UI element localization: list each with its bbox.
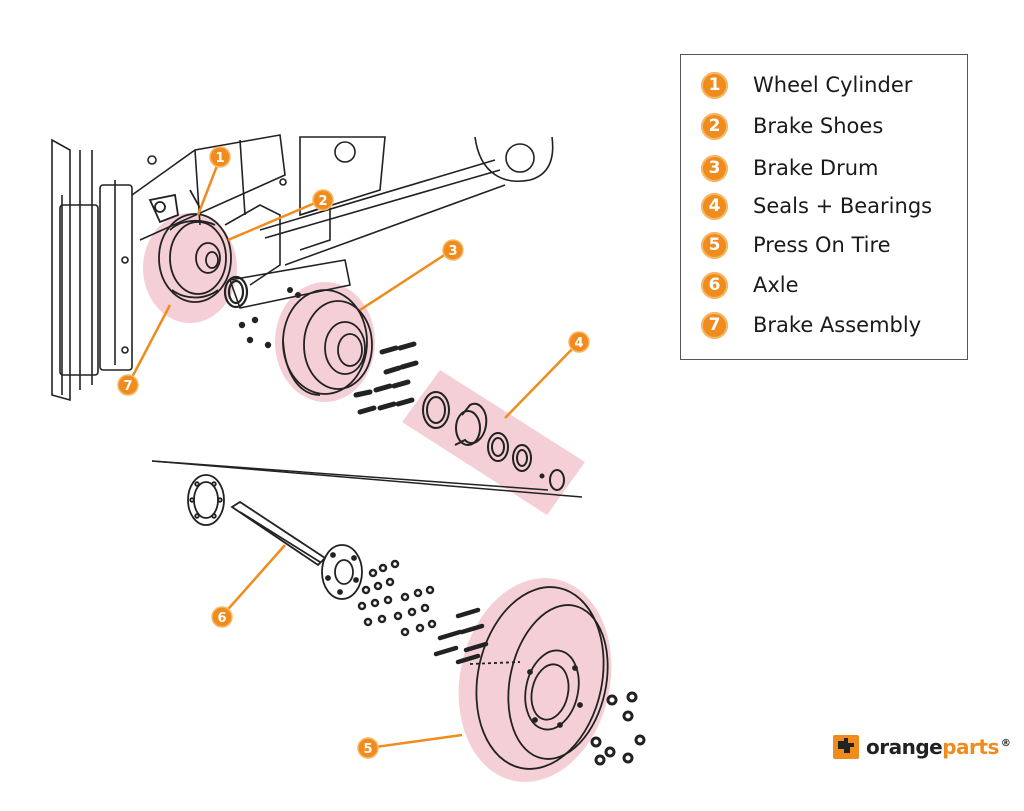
legend-label: Brake Assembly <box>753 313 922 337</box>
highlight-zones <box>143 213 612 782</box>
legend-item-brake-shoes: 2 Brake Shoes <box>701 111 883 141</box>
legend-label: Brake Drum <box>753 156 879 180</box>
callout-leader-lines <box>126 157 579 750</box>
svg-text:3: 3 <box>448 244 457 259</box>
legend-badge: 2 <box>701 112 728 140</box>
legend-badge: 1 <box>701 71 728 99</box>
legend-label: Brake Shoes <box>753 114 884 138</box>
legend-badge: 7 <box>701 311 728 339</box>
svg-text:4: 4 <box>574 336 583 351</box>
wheel-studs <box>353 341 419 415</box>
legend-badge: 4 <box>701 192 728 220</box>
drum-nuts <box>238 287 301 349</box>
press-on-tire-drawing <box>469 586 609 770</box>
tire-nuts <box>590 691 646 766</box>
svg-text:7: 7 <box>123 379 132 394</box>
seals-bearings-drawing <box>422 391 565 491</box>
forklift-frame <box>51 134 554 402</box>
callout-badge-2: 2 <box>312 189 334 211</box>
axis-guide-lines <box>151 460 583 498</box>
brake-assembly-drawing <box>148 189 232 303</box>
legend-item-axle: 6 Axle <box>701 270 799 300</box>
orangeparts-logo-icon <box>833 735 859 759</box>
callout-badge-5: 5 <box>357 737 379 759</box>
callout-badges: 1 2 3 4 5 6 7 <box>117 146 590 759</box>
legend-item-brake-assembly: 7 Brake Assembly <box>701 310 921 340</box>
legend-badge: 3 <box>701 154 728 182</box>
legend-item-press-on-tire: 5 Press On Tire <box>701 230 891 260</box>
svg-text:1: 1 <box>215 151 224 166</box>
legend-item-seals-bearings: 4 Seals + Bearings <box>701 191 932 221</box>
callout-badge-3: 3 <box>442 239 464 261</box>
legend-label: Wheel Cylinder <box>753 73 913 97</box>
tire-bolts <box>433 607 489 665</box>
axle-gasket <box>187 474 225 526</box>
legend-item-brake-drum: 3 Brake Drum <box>701 153 879 183</box>
orangeparts-logo: orangeparts® <box>832 732 1011 762</box>
axle-nuts <box>357 559 437 637</box>
svg-text:2: 2 <box>318 194 327 209</box>
legend-label: Axle <box>753 273 799 297</box>
axle-drawing <box>230 500 363 600</box>
legend-badge: 5 <box>701 231 728 259</box>
callout-badge-4: 4 <box>568 331 590 353</box>
callout-badge-1: 1 <box>209 146 231 168</box>
brand-wordmark: orangeparts® <box>866 735 1011 759</box>
svg-text:5: 5 <box>363 742 372 757</box>
callout-badge-7: 7 <box>117 374 139 396</box>
legend-label: Seals + Bearings <box>753 194 933 218</box>
parts-legend: 1 Wheel Cylinder 2 Brake Shoes 3 Brake D… <box>680 54 968 360</box>
brake-drum-drawing <box>282 289 373 396</box>
seal-ring <box>223 275 249 309</box>
svg-text:6: 6 <box>217 611 226 626</box>
callout-badge-6: 6 <box>211 606 233 628</box>
legend-label: Press On Tire <box>753 233 891 257</box>
legend-item-wheel-cylinder: 1 Wheel Cylinder <box>701 70 912 100</box>
legend-badge: 6 <box>701 271 728 299</box>
